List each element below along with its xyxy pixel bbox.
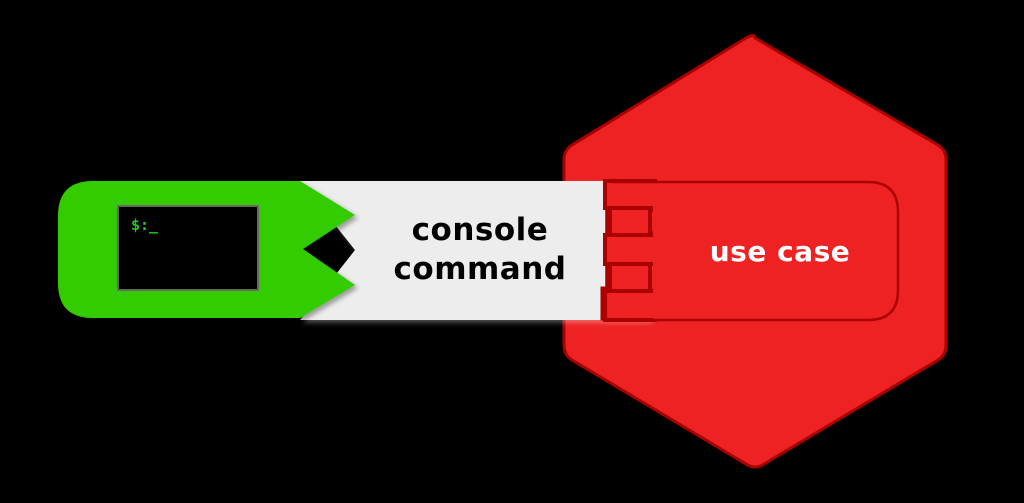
use-case-hexagon-group[interactable] [562, 34, 948, 469]
console-command-band-group[interactable] [300, 181, 650, 320]
terminal-window-group[interactable] [117, 205, 259, 291]
use-case-hexagon[interactable] [562, 34, 948, 469]
puzzle-tab-fill-group [603, 179, 657, 322]
terminal-window[interactable] [117, 205, 259, 291]
connector-base-fill [653, 181, 693, 320]
inner-rounded-panel [612, 180, 900, 322]
puzzle-tab-fill [603, 179, 657, 322]
console-command-band[interactable] [300, 181, 650, 320]
